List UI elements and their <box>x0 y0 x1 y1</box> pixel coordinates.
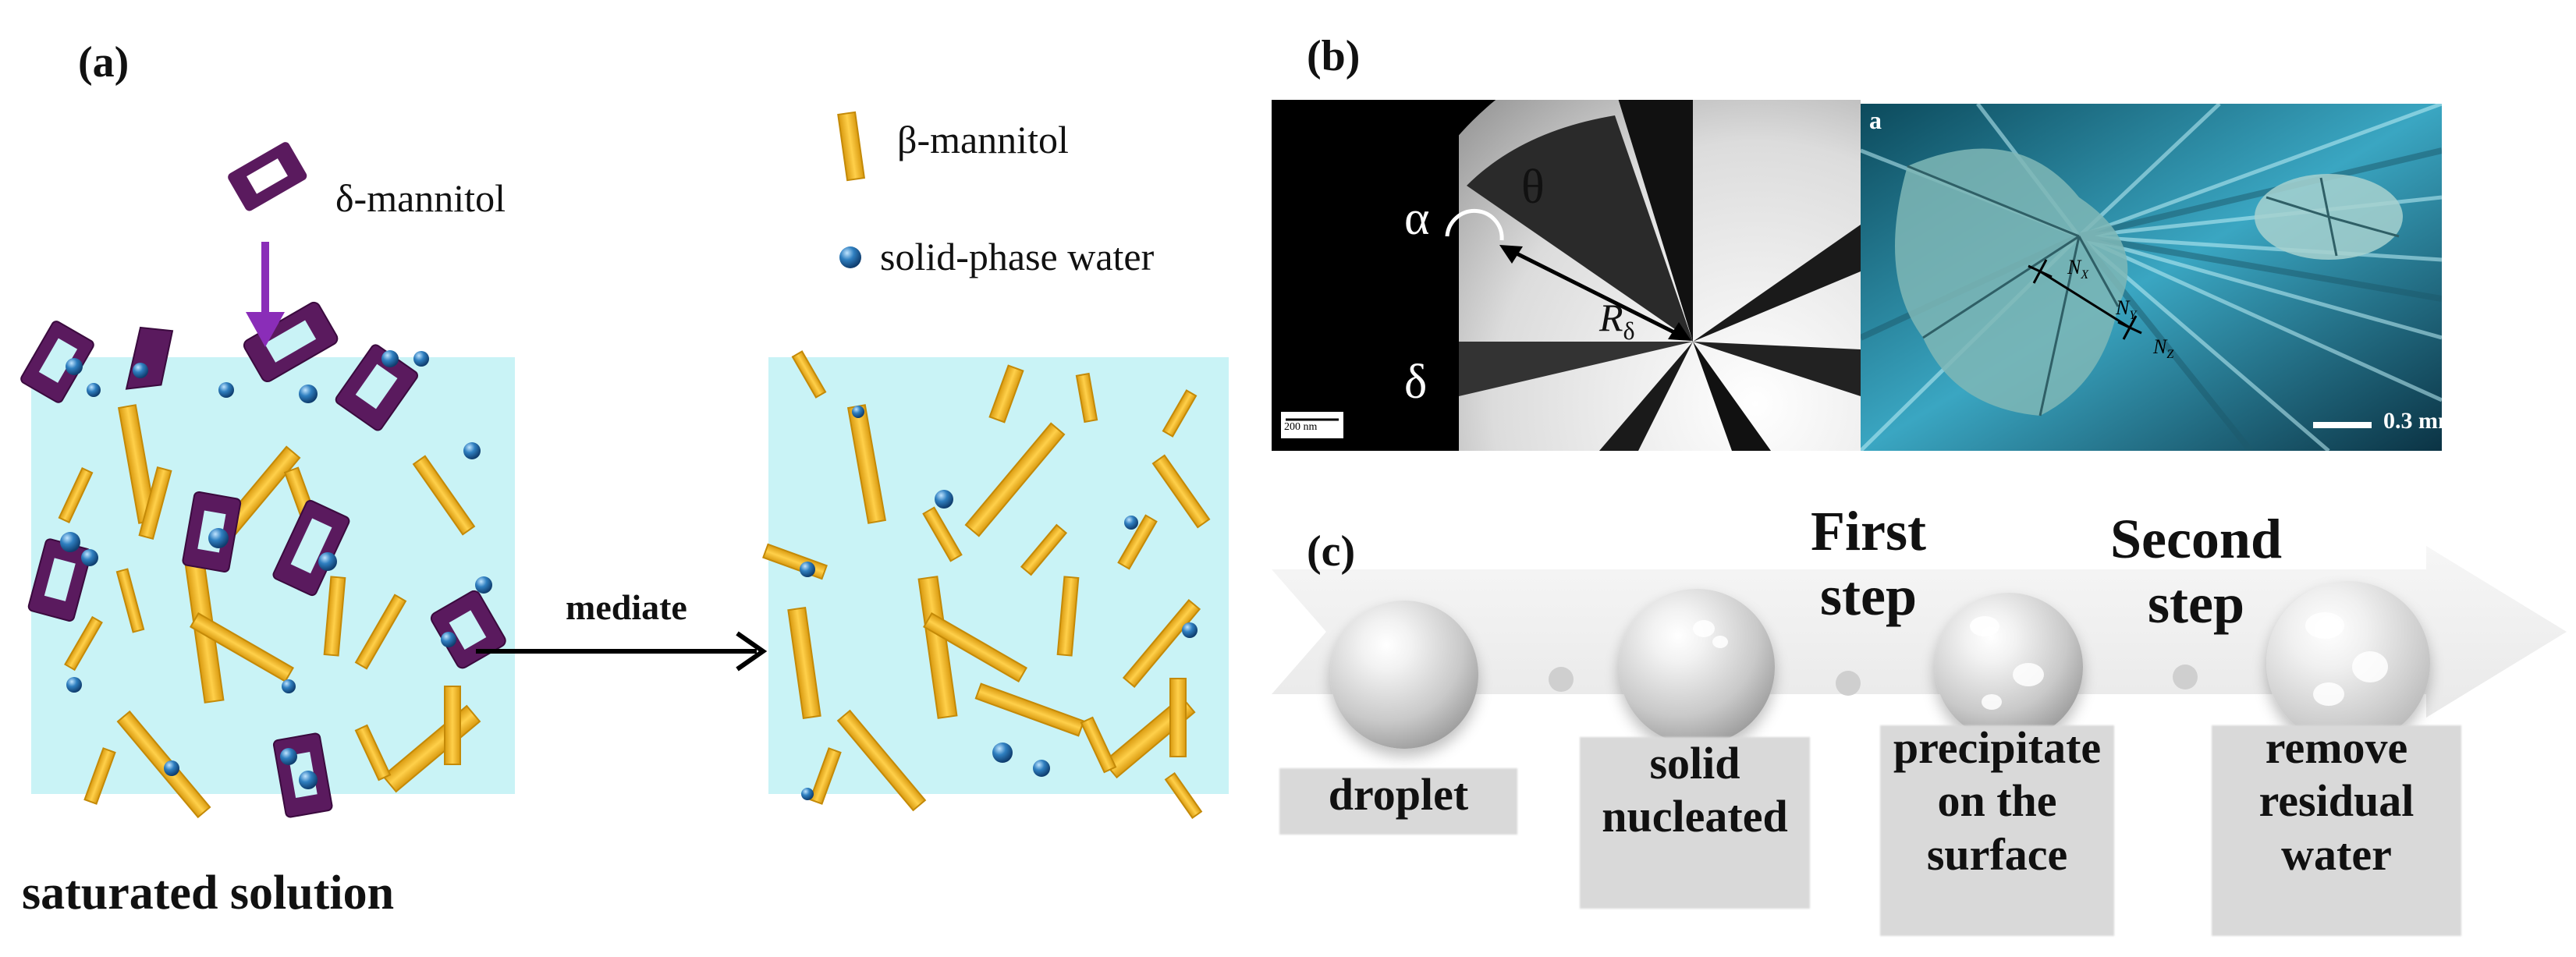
second-step-label: Second step <box>2109 508 2283 635</box>
stage-2-label: solid nucleated <box>1602 738 1788 842</box>
droplet-stage-4 <box>2266 581 2430 745</box>
legend-water-icon <box>839 246 861 268</box>
stage-1-box <box>1279 768 1517 835</box>
panel-c-label: (c) <box>1307 527 1356 576</box>
connector-dot-3 <box>2173 665 2198 689</box>
beta-crystals-left <box>58 404 481 819</box>
mediate-label: mediate <box>566 587 687 627</box>
radius-label: Rδ <box>1599 296 1635 345</box>
beta-crystals-right <box>762 350 1211 819</box>
beta-mannitol-label: β-mannitol <box>897 118 1069 161</box>
legend-beta-icon <box>837 111 866 182</box>
water-label: solid-phase water <box>880 235 1155 278</box>
stage-3-label: precipitate on the surface <box>1893 722 2102 880</box>
panel-a-illustration <box>20 111 1229 819</box>
inset-letter: a <box>1869 106 1882 134</box>
delta-mannitol-label: δ-mannitol <box>335 176 506 220</box>
stage-1-label: droplet <box>1328 769 1469 820</box>
panel-a-label: (a) <box>78 38 130 87</box>
droplet-stage-1 <box>1330 601 1478 749</box>
legend-delta-icon <box>228 142 307 211</box>
theta-arc <box>1445 208 1504 241</box>
process-arrow-band <box>1272 546 2567 718</box>
spherulite-micrograph <box>1272 100 1861 451</box>
connector-dot-1 <box>1549 667 1574 692</box>
nz-label: NZ <box>2153 335 2174 362</box>
scale-bar-left-label: 200 nm <box>1284 421 1318 433</box>
ny-label: NY <box>2116 296 2137 323</box>
stage-4-box <box>2212 725 2461 936</box>
first-step-label: First step <box>1811 500 1926 627</box>
scale-bar-right-label: 0.3 mm <box>2383 408 2457 434</box>
alpha-label: α <box>1404 192 1430 245</box>
water-spheres <box>60 350 1198 800</box>
stage-2-box <box>1580 737 1810 909</box>
nx-label: NX <box>2067 256 2089 282</box>
stage-4-label: remove residual water <box>2258 722 2415 880</box>
droplet-stage-3 <box>1935 593 2083 741</box>
radius-arrow <box>1504 246 1687 340</box>
saturated-solution-caption: saturated solution <box>22 867 395 920</box>
theta-label: θ <box>1521 161 1545 214</box>
droplet-stage-2 <box>1619 589 1775 745</box>
polarized-micrograph <box>1861 104 2442 451</box>
connector-dot-2 <box>1836 671 1861 696</box>
delta-phase-label: δ <box>1404 356 1428 409</box>
stage-3-box <box>1880 725 2114 936</box>
panel-b-label: (b) <box>1307 32 1361 80</box>
